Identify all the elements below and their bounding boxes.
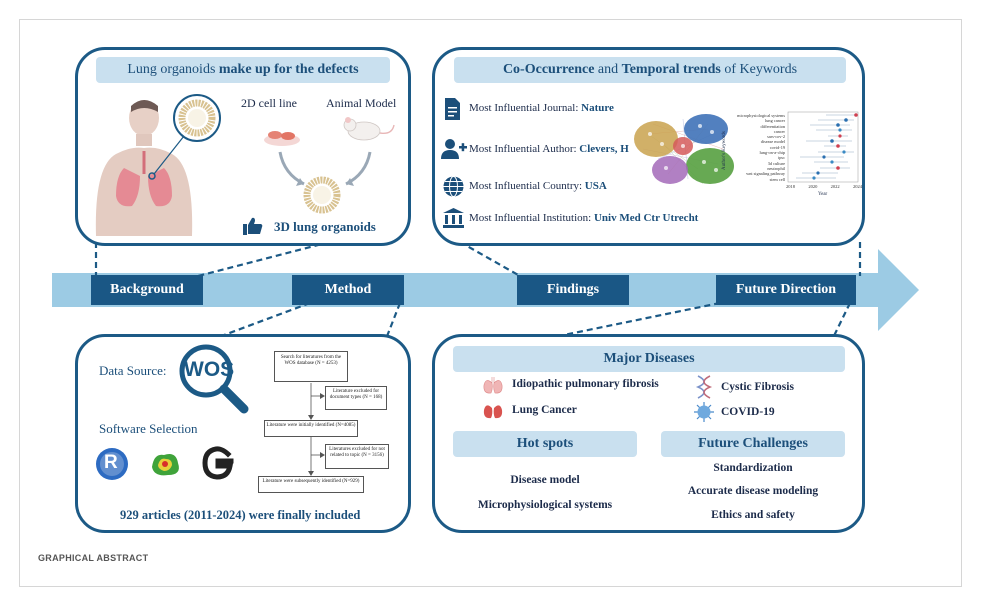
trend-keyword: cancer (773, 128, 785, 134)
wos-label: WOS (184, 358, 235, 381)
convergence-arrows (278, 151, 372, 186)
disease-cystic-fibrosis: Cystic Fibrosis (721, 381, 794, 393)
future-challenges-header: Future Challenges (661, 431, 845, 457)
trend-keyword: disease model (760, 139, 785, 145)
challenge-standardization: Standardization (713, 462, 793, 474)
trend-year-tick: 2020 (808, 184, 818, 189)
trend-keyword: lung cancer (765, 118, 785, 124)
trend-keyword: ipsc (778, 155, 785, 161)
virus-icon (694, 402, 714, 422)
country-value: USA (584, 180, 607, 192)
keyword-cooccurrence-network (634, 114, 734, 185)
trend-year-tick: 2018 (786, 184, 795, 189)
mouse-icon (343, 117, 395, 141)
flow-step-subsequently-identified: Literature were subsequently identified … (258, 476, 364, 493)
future-challenges-title: Future Challenges (698, 436, 808, 451)
trend-keyword: covid-19 (769, 144, 785, 150)
citespace-logo-icon (152, 454, 179, 476)
author-icon (441, 139, 467, 159)
institution-label: Most Influential Institution: (469, 212, 594, 224)
hotspot-microphysiological: Microphysiological systems (477, 499, 613, 511)
r-logo-text: R (104, 452, 118, 473)
trend-keyword: lung-on-a-chip (759, 150, 785, 156)
trend-keyword: 3d culture (767, 160, 785, 166)
label-2d-cell-line: 2D cell line (241, 96, 297, 110)
data-source-label: Data Source: (99, 363, 167, 378)
organoid-zoom-icon (173, 94, 221, 142)
findings-header-bold-1: Co-Occurrence (502, 62, 595, 77)
stage-future-direction: Future Direction (716, 275, 856, 305)
disease-lung-cancer: Lung Cancer (512, 404, 577, 416)
trend-keyword: microphysiological systems (737, 113, 785, 118)
journal-row: Most Influential Journal: Nature (469, 102, 614, 114)
timeline-arrow (52, 249, 919, 331)
trend-dot-chart (787, 111, 859, 183)
background-header: Lung organoids make up for the defects (96, 57, 390, 83)
background-header-plain: Lung organoids (127, 62, 216, 77)
hotspot-disease-model: Disease model (510, 474, 580, 486)
findings-header: Co-Occurrence and Temporal trends of Key… (454, 57, 846, 83)
trend-year-tick: 2024 (852, 184, 862, 189)
r-logo-icon (96, 448, 128, 480)
lung-red-icon (483, 402, 503, 419)
findings-header-plain-1: and (594, 62, 622, 77)
trend-keyword: wnt signaling pathway (746, 171, 785, 177)
human-lung-illustration (95, 100, 193, 236)
background-header-bold: make up for the defects (218, 62, 359, 77)
stage-findings: Findings (517, 275, 629, 305)
trend-xlabel: Year (818, 192, 828, 197)
trend-keyword: stem cell (769, 176, 785, 182)
journal-label: Most Influential Journal: (469, 102, 582, 114)
country-row: Most Influential Country: USA (469, 180, 607, 192)
flow-step-initially-identified: Literature were initially identified (N=… (264, 420, 358, 437)
challenge-disease-modeling: Accurate disease modeling (687, 485, 819, 497)
findings-header-plain-2: of Keywords (720, 62, 798, 77)
author-label: Most Influential Author: (469, 143, 580, 155)
journal-icon (445, 98, 460, 120)
thumbs-up-icon (243, 217, 263, 235)
software-selection-label: Software Selection (99, 421, 198, 436)
trend-year-axis: 2018 2020 2022 2024 (786, 184, 862, 189)
articles-summary: 929 articles (2011-2024) were finally in… (120, 508, 361, 522)
institution-row: Most Influential Institution: Univ Med C… (469, 212, 698, 224)
country-label: Most Influential Country: (469, 180, 585, 192)
flow-step-excluded-doc-types: Literature excluded for document types (… (325, 386, 387, 410)
hotspots-title: Hot spots (516, 436, 574, 451)
disease-covid-19: COVID-19 (721, 406, 775, 418)
author-row: Most Influential Author: Clevers, H (469, 143, 629, 155)
dna-icon (695, 375, 713, 399)
journal-value: Nature (581, 102, 614, 114)
wos-magnifier-icon (179, 344, 249, 414)
challenge-ethics-safety: Ethics and safety (711, 509, 795, 521)
flow-step-search: Search for literatures from the WOS data… (274, 351, 348, 382)
graphical-abstract-title: GRAPHICAL ABSTRACT (38, 553, 149, 563)
label-3d-lung-organoids: 3D lung organoids (274, 219, 376, 234)
major-diseases-title: Major Diseases (603, 351, 695, 366)
trend-keyword-list: microphysiological systems lung cancer d… (729, 113, 785, 182)
organoid-3d-icon (303, 176, 341, 214)
findings-header-bold-2: Temporal trends (621, 62, 721, 77)
lung-pink-icon (483, 377, 503, 394)
stage-method: Method (292, 275, 404, 305)
stage-background: Background (91, 275, 203, 305)
trend-year-tick: 2022 (830, 184, 840, 189)
major-diseases-header: Major Diseases (453, 346, 845, 372)
institution-value: Univ Med Ctr Utrecht (593, 212, 699, 224)
trend-keyword: differentiation (760, 123, 786, 129)
trend-keyword: neutrophil (767, 165, 785, 171)
disease-ipf: Idiopathic pulmonary fibrosis (512, 378, 659, 390)
hotspots-header: Hot spots (453, 431, 637, 457)
globe-icon (443, 176, 464, 197)
g-logo-icon (202, 446, 234, 480)
cell-dish-icon (264, 131, 300, 146)
trend-keyword: sars-cov-2 (767, 134, 785, 140)
institution-icon (443, 208, 464, 228)
author-value: Clevers, H (579, 143, 629, 155)
flow-step-excluded-topic: Literatures excluded for not related to … (325, 444, 389, 469)
label-animal-model: Animal Model (326, 96, 397, 110)
